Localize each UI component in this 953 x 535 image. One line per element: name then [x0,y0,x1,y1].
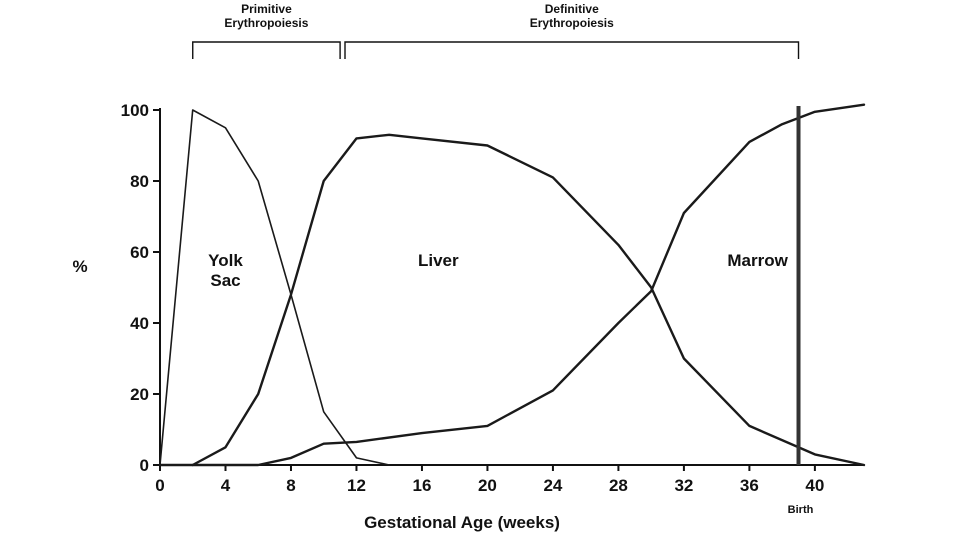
ticks: 0 20 40 60 80 100 0 4 8 12 16 20 24 28 32 36 40 [121,101,825,495]
marrow-label: Marrow [727,251,788,270]
x-tick-label: 24 [543,476,562,495]
x-tick-label: 40 [805,476,824,495]
y-tick-label: 80 [130,172,149,191]
bracket-label-line: Erythropoiesis [530,16,614,30]
marrow-label-line: Marrow [727,251,788,270]
x-tick-label: 36 [740,476,759,495]
y-tick-label: 100 [121,101,149,120]
y-tick-label: 0 [140,456,149,475]
x-tick-label: 32 [674,476,693,495]
bracket-label-line: Erythropoiesis [224,16,308,30]
yolk-sac-curve [159,109,390,466]
y-tick-label: 40 [130,314,149,333]
x-tick-label: 4 [221,476,231,495]
bracket-label-line: Primitive [241,2,292,16]
axes [159,108,864,466]
yolk-sac-label-line: Sac [210,271,240,290]
y-axis-title: % [72,257,87,276]
liver-label: Liver [418,251,459,270]
x-tick-label: 28 [609,476,628,495]
x-axis-title: Gestational Age (weeks) [364,513,560,532]
yolk-sac-label-line: Yolk [208,251,243,270]
liver-label-line: Liver [418,251,459,270]
series [158,103,866,467]
liver-curve [191,133,866,467]
birth-marker: Birth [788,106,814,516]
y-tick-label: 20 [130,385,149,404]
marrow-curve [158,103,866,467]
birth-label: Birth [788,504,814,516]
x-tick-label: 16 [412,476,431,495]
bracket-label-line: Definitive [545,2,599,16]
x-tick-label: 0 [155,476,164,495]
y-tick-label: 60 [130,243,149,262]
x-tick-label: 12 [347,476,366,495]
bracket-line [344,41,800,59]
bracket-line [192,41,341,59]
x-tick-label: 20 [478,476,497,495]
x-tick-label: 8 [286,476,295,495]
